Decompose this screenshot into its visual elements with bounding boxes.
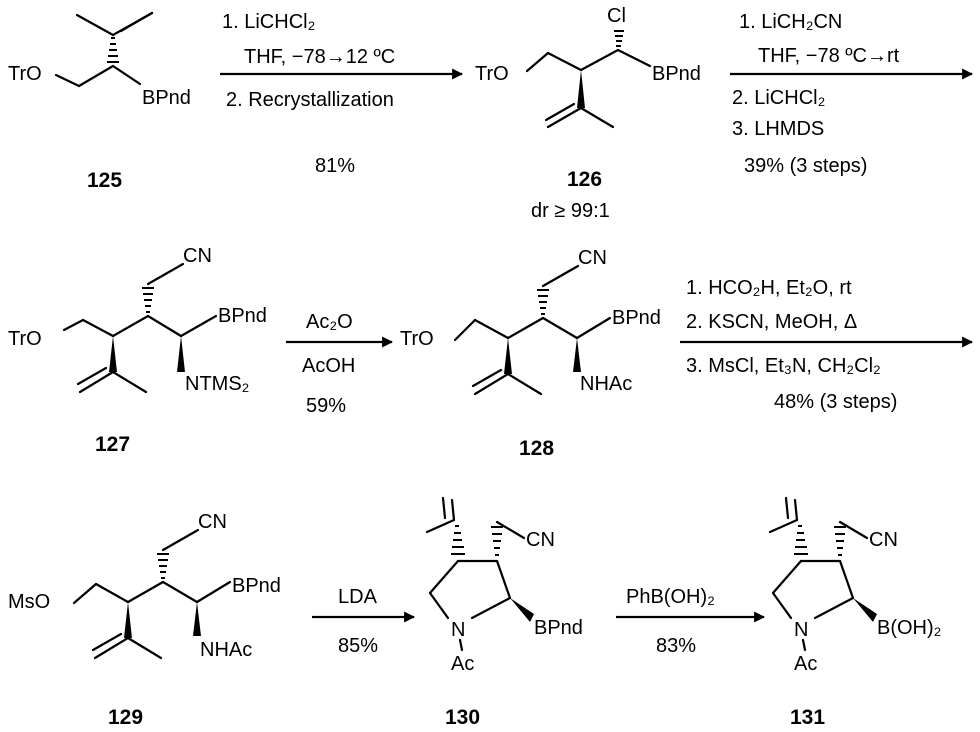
wedge-bond: [577, 70, 585, 108]
label-NHAc: NHAc: [200, 639, 252, 661]
hash-bond: [614, 30, 624, 47]
condition-line: 1. LiCHCl₂: [222, 11, 315, 33]
yield: 83%: [656, 635, 696, 657]
label-BPnd: BPnd: [232, 575, 281, 597]
dr-note: dr ≥ 99:1: [531, 200, 610, 222]
wedge-bond: [573, 338, 581, 372]
label-BOH2: B(OH)₂: [877, 617, 941, 639]
label-TrO: TrO: [400, 328, 434, 350]
wedge-bond: [177, 336, 185, 372]
label-TrO: TrO: [8, 63, 42, 85]
compound-128: CN TrO BPnd NHAc 128: [400, 247, 661, 460]
condition-line: 2. LiCHCl₂: [732, 87, 825, 109]
condition-line: LDA: [338, 586, 378, 608]
label-NHAc: NHAc: [580, 373, 632, 395]
wedge-bond: [193, 602, 201, 636]
reaction-step-3: Ac₂O AcOH 59%: [286, 311, 394, 417]
yield: 48% (3 steps): [774, 391, 897, 413]
wedge-bond: [124, 602, 132, 638]
condition-line: Ac₂O: [306, 311, 353, 333]
label-Ac: Ac: [451, 653, 474, 675]
compound-127: CN TrO BPnd NTMS₂ 127: [8, 245, 267, 456]
label-CN: CN: [183, 245, 212, 267]
label-BPnd: BPnd: [142, 87, 191, 109]
condition-line: 1. LiCH₂CN: [739, 11, 842, 33]
wedge-bond: [510, 598, 534, 622]
label-N: N: [794, 619, 808, 641]
compound-125: TrO BPnd 125: [8, 11, 191, 192]
yield: 85%: [338, 635, 378, 657]
condition-line: 1. HCO₂H, Et₂O, rt: [686, 277, 852, 299]
wedge-bond: [504, 338, 512, 374]
hash-bond: [142, 287, 154, 313]
compound-number: 126: [567, 168, 602, 191]
condition-line: THF, −78→12 ºC: [244, 46, 395, 68]
condition-line: 2. Recrystallization: [226, 89, 394, 111]
label-MsO: MsO: [8, 591, 50, 613]
yield: 81%: [315, 155, 355, 177]
yield: 59%: [306, 395, 346, 417]
compound-130: CN N BPnd Ac 130: [425, 496, 583, 729]
hash-bond: [107, 37, 119, 63]
compound-number: 129: [108, 706, 143, 729]
reaction-step-6: PhB(OH)₂ 83%: [616, 586, 766, 657]
label-NTMS2: NTMS₂: [185, 373, 249, 395]
label-Ac: Ac: [794, 653, 817, 675]
reaction-step-5: LDA 85%: [312, 586, 416, 657]
compound-number: 130: [445, 706, 480, 729]
hash-bond: [157, 553, 169, 579]
condition-line: AcOH: [302, 355, 355, 377]
label-CN: CN: [578, 247, 607, 269]
label-TrO: TrO: [8, 328, 42, 350]
label-CN: CN: [869, 529, 898, 551]
yield: 39% (3 steps): [744, 155, 867, 177]
condition-line: THF, −78 ºC→rt: [758, 45, 900, 67]
condition-line: 2. KSCN, MeOH, Δ: [686, 311, 857, 333]
label-CN: CN: [198, 511, 227, 533]
wedge-bond: [853, 598, 877, 622]
hash-bond: [451, 525, 465, 555]
wedge-bond: [109, 336, 117, 372]
reaction-step-4: 1. HCO₂H, Et₂O, rt 2. KSCN, MeOH, Δ 3. M…: [680, 277, 974, 413]
reaction-step-2: 1. LiCH₂CN THF, −78 ºC→rt 2. LiCHCl₂ 3. …: [730, 11, 974, 177]
label-BPnd: BPnd: [652, 63, 701, 85]
compound-129: CN MsO BPnd NHAc 129: [8, 511, 281, 729]
label-CN: CN: [526, 529, 555, 551]
label-BPnd: BPnd: [534, 617, 583, 639]
condition-line: PhB(OH)₂: [626, 586, 715, 608]
label-N: N: [451, 619, 465, 641]
reaction-step-1: 1. LiCHCl₂ THF, −78→12 ºC 2. Recrystalli…: [220, 11, 464, 177]
compound-number: 131: [790, 706, 825, 729]
hash-bond: [537, 289, 549, 315]
label-TrO: TrO: [475, 63, 509, 85]
label-Cl: Cl: [607, 5, 626, 27]
compound-131: CN N B(OH)₂ Ac 131: [768, 496, 941, 729]
condition-line: 3. MsCl, Et₃N, CH₂Cl₂: [686, 355, 881, 377]
hash-bond: [794, 525, 808, 555]
compound-number: 128: [519, 437, 554, 460]
compound-number: 127: [95, 433, 130, 456]
compound-126: Cl TrO BPnd 126 dr ≥ 99:1: [475, 5, 701, 222]
hash-bond: [491, 526, 503, 556]
label-BPnd: BPnd: [612, 307, 661, 329]
compound-number: 125: [87, 169, 122, 192]
hash-bond: [834, 526, 846, 556]
label-BPnd: BPnd: [218, 305, 267, 327]
condition-line: 3. LHMDS: [732, 118, 824, 140]
